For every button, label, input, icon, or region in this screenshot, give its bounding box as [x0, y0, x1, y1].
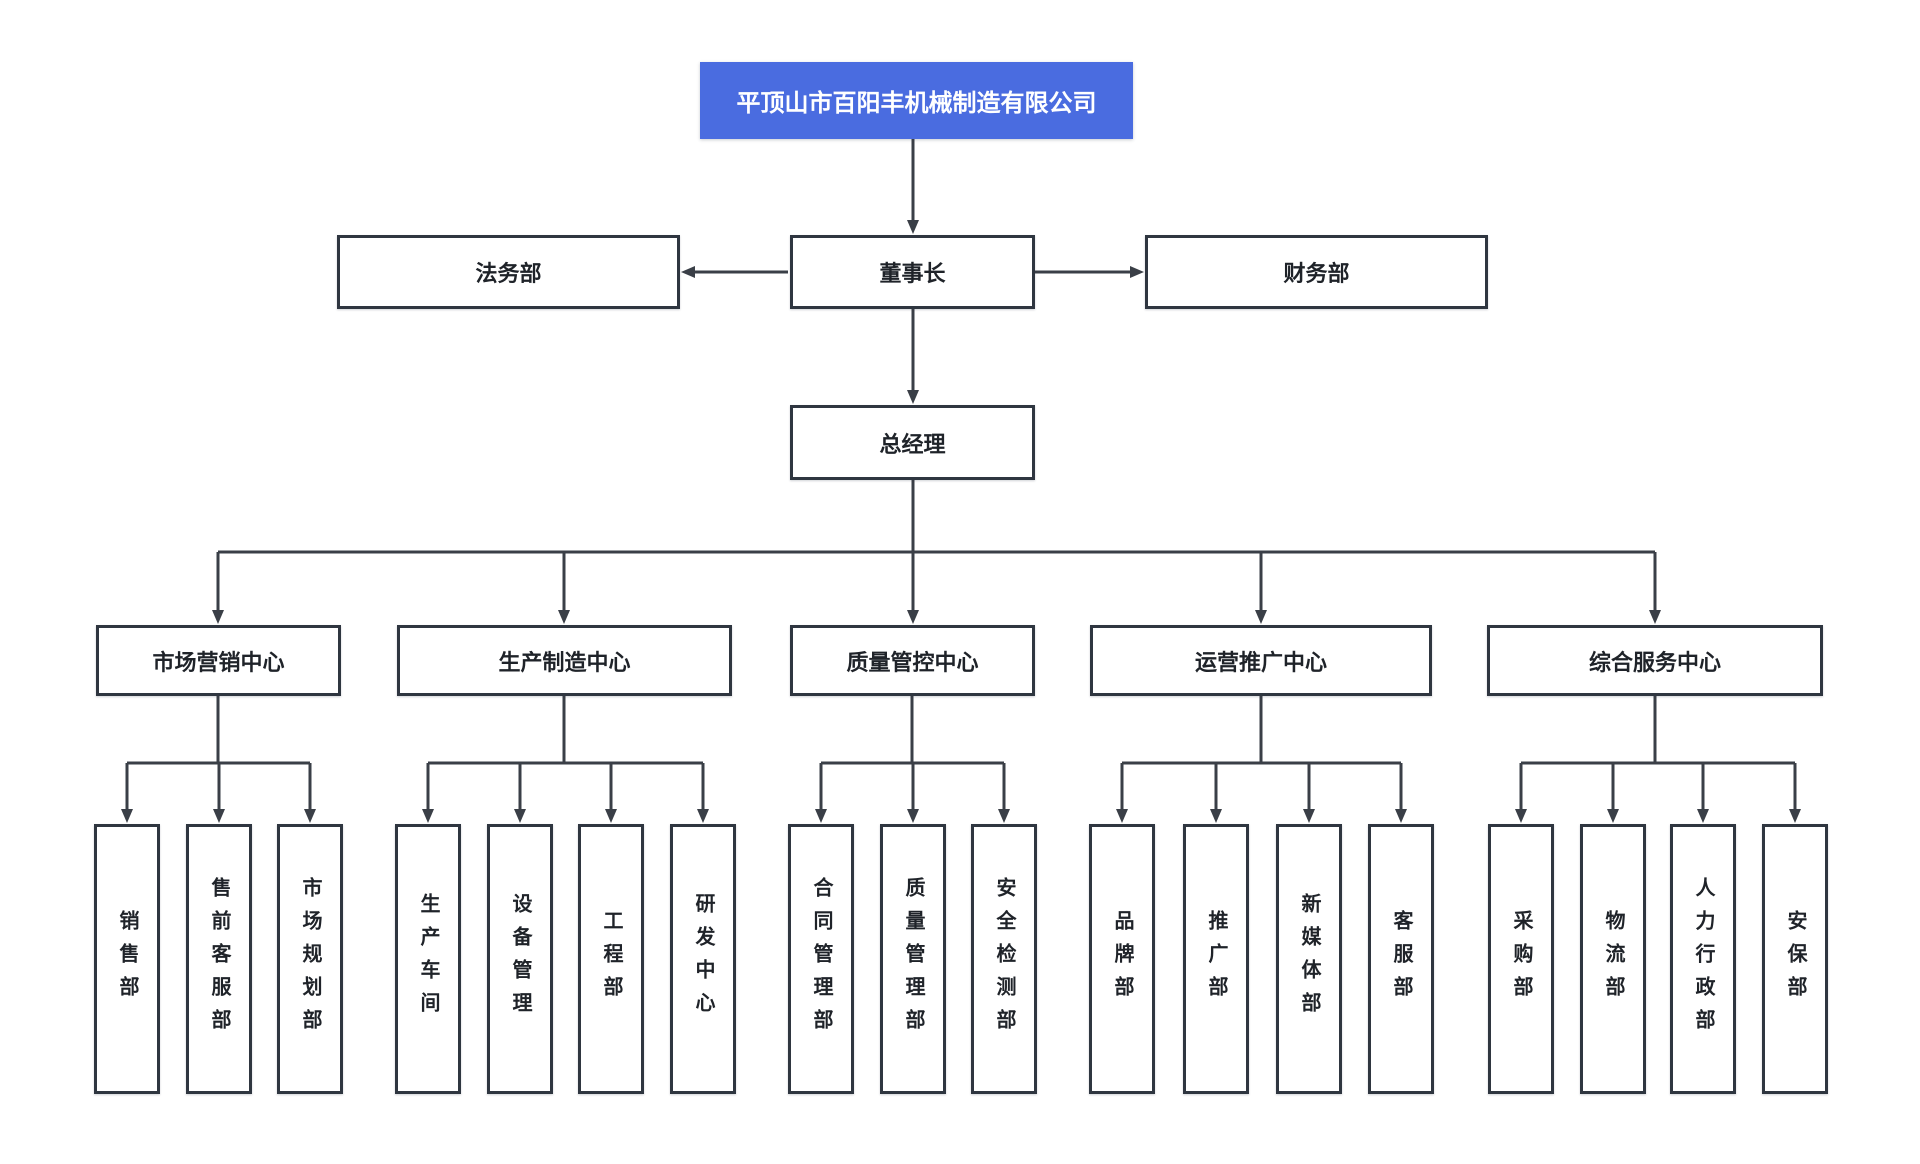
- org-node-company[interactable]: 平顶山市百阳丰机械制造有限公司: [700, 62, 1133, 139]
- dept-label: 售前客服部: [208, 876, 230, 1042]
- dept-label: 人力行政部: [1692, 876, 1714, 1042]
- dept-label: 合同管理部: [810, 876, 832, 1042]
- org-node-hr-admin-dept[interactable]: 人力行政部: [1670, 824, 1736, 1094]
- org-node-finance-dept[interactable]: 财务部: [1145, 235, 1488, 309]
- org-node-general-manager[interactable]: 总经理: [790, 405, 1035, 480]
- org-node-contract-management-dept[interactable]: 合同管理部: [788, 824, 854, 1094]
- dept-label: 质量管理部: [902, 876, 924, 1042]
- org-node-promotion-dept[interactable]: 推广部: [1183, 824, 1249, 1094]
- dept-label: 物流部: [1602, 909, 1624, 1009]
- dept-label: 安全检测部: [993, 876, 1015, 1042]
- dept-label: 生产车间: [417, 893, 439, 1025]
- org-node-security-dept[interactable]: 安保部: [1762, 824, 1828, 1094]
- org-node-center-quality[interactable]: 质量管控中心: [790, 625, 1035, 696]
- org-node-production-workshop[interactable]: 生产车间: [395, 824, 461, 1094]
- dept-label: 品牌部: [1111, 909, 1133, 1009]
- org-node-brand-dept[interactable]: 品牌部: [1089, 824, 1155, 1094]
- org-node-center-production[interactable]: 生产制造中心: [397, 625, 732, 696]
- dept-label: 研发中心: [692, 893, 714, 1025]
- org-node-logistics-dept[interactable]: 物流部: [1580, 824, 1646, 1094]
- org-node-presales-service-dept[interactable]: 售前客服部: [186, 824, 252, 1094]
- org-node-rd-center[interactable]: 研发中心: [670, 824, 736, 1094]
- org-node-center-operations[interactable]: 运营推广中心: [1090, 625, 1432, 696]
- org-node-engineering-dept[interactable]: 工程部: [578, 824, 644, 1094]
- dept-label: 安保部: [1784, 909, 1806, 1009]
- dept-label: 采购部: [1510, 909, 1532, 1009]
- dept-label: 设备管理: [509, 893, 531, 1025]
- dept-label: 客服部: [1390, 909, 1412, 1009]
- org-node-center-services[interactable]: 综合服务中心: [1487, 625, 1823, 696]
- org-node-equipment-management[interactable]: 设备管理: [487, 824, 553, 1094]
- dept-label: 销售部: [116, 909, 138, 1009]
- org-node-chairman[interactable]: 董事长: [790, 235, 1035, 309]
- dept-label: 新媒体部: [1298, 893, 1320, 1025]
- dept-label: 推广部: [1205, 909, 1227, 1009]
- org-node-safety-inspection-dept[interactable]: 安全检测部: [971, 824, 1037, 1094]
- org-node-sales-dept[interactable]: 销售部: [94, 824, 160, 1094]
- org-node-quality-management-dept[interactable]: 质量管理部: [880, 824, 946, 1094]
- org-node-legal-dept[interactable]: 法务部: [337, 235, 680, 309]
- org-node-new-media-dept[interactable]: 新媒体部: [1276, 824, 1342, 1094]
- dept-label: 市场规划部: [299, 876, 321, 1042]
- org-node-center-marketing[interactable]: 市场营销中心: [96, 625, 341, 696]
- org-node-procurement-dept[interactable]: 采购部: [1488, 824, 1554, 1094]
- org-node-customer-service-dept[interactable]: 客服部: [1368, 824, 1434, 1094]
- org-node-market-planning-dept[interactable]: 市场规划部: [277, 824, 343, 1094]
- dept-label: 工程部: [600, 909, 622, 1009]
